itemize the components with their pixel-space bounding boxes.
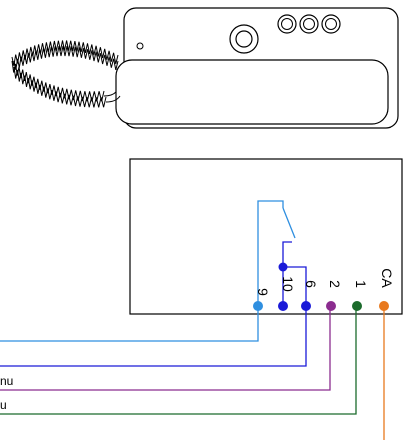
relay-contact <box>257 200 307 306</box>
handset-receiver <box>115 59 389 125</box>
terminal-dot-ca <box>379 301 389 311</box>
terminal-dot-10 <box>278 301 288 311</box>
status-led-icon <box>136 42 144 50</box>
terminal-dots <box>253 301 389 311</box>
terminal-label-2: 2 <box>327 280 343 288</box>
terminal-dot-6 <box>301 301 311 311</box>
wire-9 <box>0 306 259 342</box>
terminal-label-6: 6 <box>303 280 319 288</box>
function-buttons <box>277 14 341 34</box>
terminal-label-ca: CA <box>379 268 395 288</box>
wire-1 <box>0 306 357 415</box>
terminal-label-9: 9 <box>255 288 271 296</box>
wire-6 <box>0 306 307 367</box>
terminal-label-1: 1 <box>353 280 369 288</box>
terminal-labels: 9 10 6 2 1 CA <box>255 268 395 296</box>
terminal-label-10: 10 <box>280 276 296 292</box>
terminal-box <box>129 158 403 315</box>
wire-label-2: u <box>0 398 7 412</box>
coiled-cord <box>11 40 121 108</box>
terminal-dot-9 <box>253 301 263 311</box>
wire-2 <box>0 306 331 391</box>
terminal-dot-2 <box>326 301 336 311</box>
intercom-handset <box>11 7 399 129</box>
wires <box>0 306 385 440</box>
terminal-dot-1 <box>352 301 362 311</box>
wire-label-6: nu <box>0 374 13 388</box>
